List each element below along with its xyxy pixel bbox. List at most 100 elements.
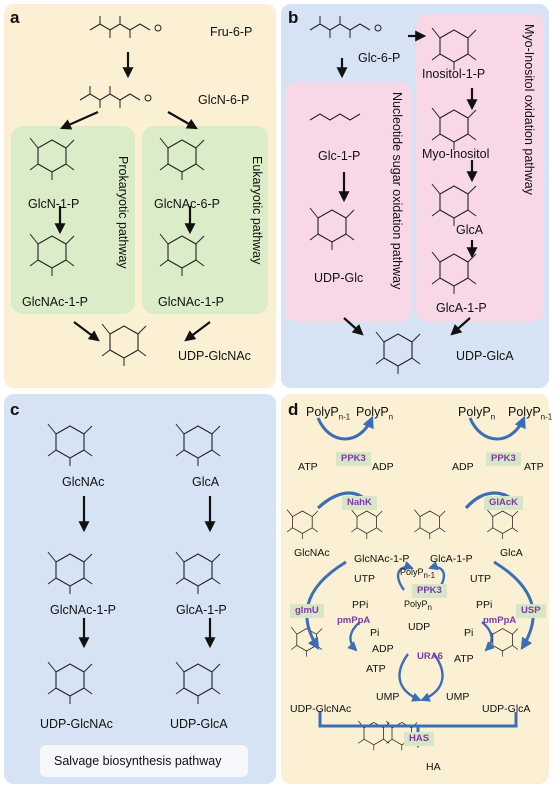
enzyme-has: HAS <box>404 732 435 746</box>
glcnac1p-c-label: GlcNAc-1-P <box>50 603 116 617</box>
glcnac-c-label: GlcNAc <box>62 475 105 489</box>
udp-glca-structure <box>375 331 421 375</box>
pi-right: Pi <box>464 627 474 639</box>
pi-left: Pi <box>370 627 380 639</box>
panel-d-letter: d <box>288 400 299 419</box>
enzyme-usp: USP <box>516 604 546 618</box>
atp-mid-right: ATP <box>454 653 474 665</box>
utp-left: UTP <box>354 573 375 585</box>
glca1p-d-label: GlcA-1-P <box>430 553 473 565</box>
glcnac-d-label: GlcNAc <box>294 547 330 559</box>
utp-right: UTP <box>470 573 491 585</box>
polyp-tr-a: PolyPn <box>458 405 496 422</box>
enzyme-glmu: glmU <box>290 604 324 618</box>
glc6p-structure <box>309 15 382 39</box>
polyp-mid-1: PolyPn-1 <box>400 567 436 580</box>
udp-glcnac-c-structure <box>47 661 93 705</box>
glc1p-label: Glc-1-P <box>318 149 361 163</box>
atp-mid-left: ATP <box>366 663 386 675</box>
atp-left: ATP <box>298 461 318 473</box>
enzyme-ura6: URA6 <box>417 651 443 662</box>
polyp-tr-b: PolyPn-1 <box>508 405 553 422</box>
glcnac1p-d-structure <box>351 509 383 540</box>
glcn6p-label: GlcN-6-P <box>198 93 250 107</box>
panel-b-letter: b <box>288 8 299 27</box>
glca-c-structure <box>175 423 221 467</box>
udp-glcnac-label: UDP-GlcNAc <box>178 349 251 363</box>
fru6p-structure <box>89 15 162 39</box>
glc1p-structure <box>309 113 361 121</box>
myo-inositol-pathway-label: Myo-Inositol oxidation pathway <box>522 24 536 195</box>
glca-d-label: GlcA <box>500 547 523 559</box>
eukaryotic-pathway-label: Eukaryotic pathway <box>250 156 264 265</box>
enzyme-ppk3-mid: PPK3 <box>412 584 447 598</box>
salvage-caption: Salvage biosynthesis pathway <box>54 754 222 768</box>
adp-mid: ADP <box>372 643 394 655</box>
udp-glca-c-label: UDP-GlcA <box>170 717 228 731</box>
glcnac-c-structure <box>47 423 93 467</box>
glcnac1p-right-structure <box>159 233 205 277</box>
glcnac-d-structure <box>286 509 319 540</box>
myoinositol-label: Myo-Inositol <box>422 147 490 161</box>
salvage-caption-box <box>40 745 248 777</box>
glc6p-label: Glc-6-P <box>358 51 401 65</box>
glca1p-b-structure <box>431 251 477 295</box>
myo-inositol-box <box>416 14 544 322</box>
ppi-left: PPi <box>352 599 369 611</box>
glca-b-label: GlcA <box>456 223 484 237</box>
polyp-tl-b: PolyPn <box>356 405 394 422</box>
udp-glcnac-c-label: UDP-GlcNAc <box>40 717 113 731</box>
glcn6p-structure <box>79 85 152 109</box>
glca-d-structure <box>486 509 519 540</box>
glcnac1p-left-label: GlcNAc-1-P <box>22 295 88 309</box>
enzyme-glack: GlAcK <box>484 496 524 510</box>
glcnac6p-label: GlcNAc-6-P <box>154 197 220 211</box>
glcn1p-label: GlcN-1-P <box>28 197 80 211</box>
polyp-tl-a: PolyPn-1 <box>306 405 351 422</box>
ump-left: UMP <box>376 691 400 703</box>
udp-glca-c-structure <box>175 661 221 705</box>
eukaryotic-box <box>142 126 268 314</box>
udp-glca-d-label: UDP-GlcA <box>482 703 531 715</box>
enzyme-pmppa-left: pmPpA <box>337 615 371 626</box>
glca-b-structure <box>431 183 477 227</box>
glca1p-b-label: GlcA-1-P <box>436 301 487 315</box>
udp-mid: UDP <box>408 621 431 633</box>
prokaryotic-box <box>11 126 135 314</box>
glcnac1p-right-label: GlcNAc-1-P <box>158 295 224 309</box>
adp-right: ADP <box>452 461 474 473</box>
glcnac1p-d-label: GlcNAc-1-P <box>354 553 410 565</box>
prokaryotic-pathway-label: Prokaryotic pathway <box>116 156 130 269</box>
enzyme-pmppa-right: pmPpA <box>483 615 517 626</box>
ha-label: HA <box>426 761 441 773</box>
glca1p-d-structure <box>414 509 446 540</box>
inositol1p-label: Inositol-1-P <box>422 67 486 81</box>
glcn1p-structure <box>29 137 75 181</box>
glca-c-label: GlcA <box>192 475 220 489</box>
udp-glc-structure <box>309 207 355 251</box>
panel-c-letter: c <box>10 400 20 419</box>
enzyme-ppk3-left: PPK3 <box>336 452 371 466</box>
udp-glcnac-structure <box>101 323 147 367</box>
polyp-mid-2: PolyPn <box>404 599 432 612</box>
atp-right: ATP <box>524 461 544 473</box>
fru6p-label: Fru-6-P <box>210 25 253 39</box>
glcnac6p-structure <box>159 137 205 181</box>
enzyme-nahk: NahK <box>342 496 377 510</box>
glcnac1p-c-structure <box>47 551 93 595</box>
inositol1p-structure <box>431 27 477 71</box>
panel-a-letter: a <box>10 8 20 27</box>
enzyme-ppk3-right: PPK3 <box>486 452 521 466</box>
myoinositol-structure <box>431 107 477 151</box>
udp-glca-b-label: UDP-GlcA <box>456 349 514 363</box>
panel-c <box>4 394 276 784</box>
udp-glc-label: UDP-Glc <box>314 271 364 285</box>
adp-left: ADP <box>372 461 394 473</box>
glca1p-c-structure <box>175 551 221 595</box>
udp-glcnac-d-structure <box>290 626 323 657</box>
udp-glcnac-d-label: UDP-GlcNAc <box>290 703 352 715</box>
glcnac1p-left-structure <box>29 233 75 277</box>
glca1p-c-label: GlcA-1-P <box>176 603 227 617</box>
ppi-right: PPi <box>476 599 493 611</box>
